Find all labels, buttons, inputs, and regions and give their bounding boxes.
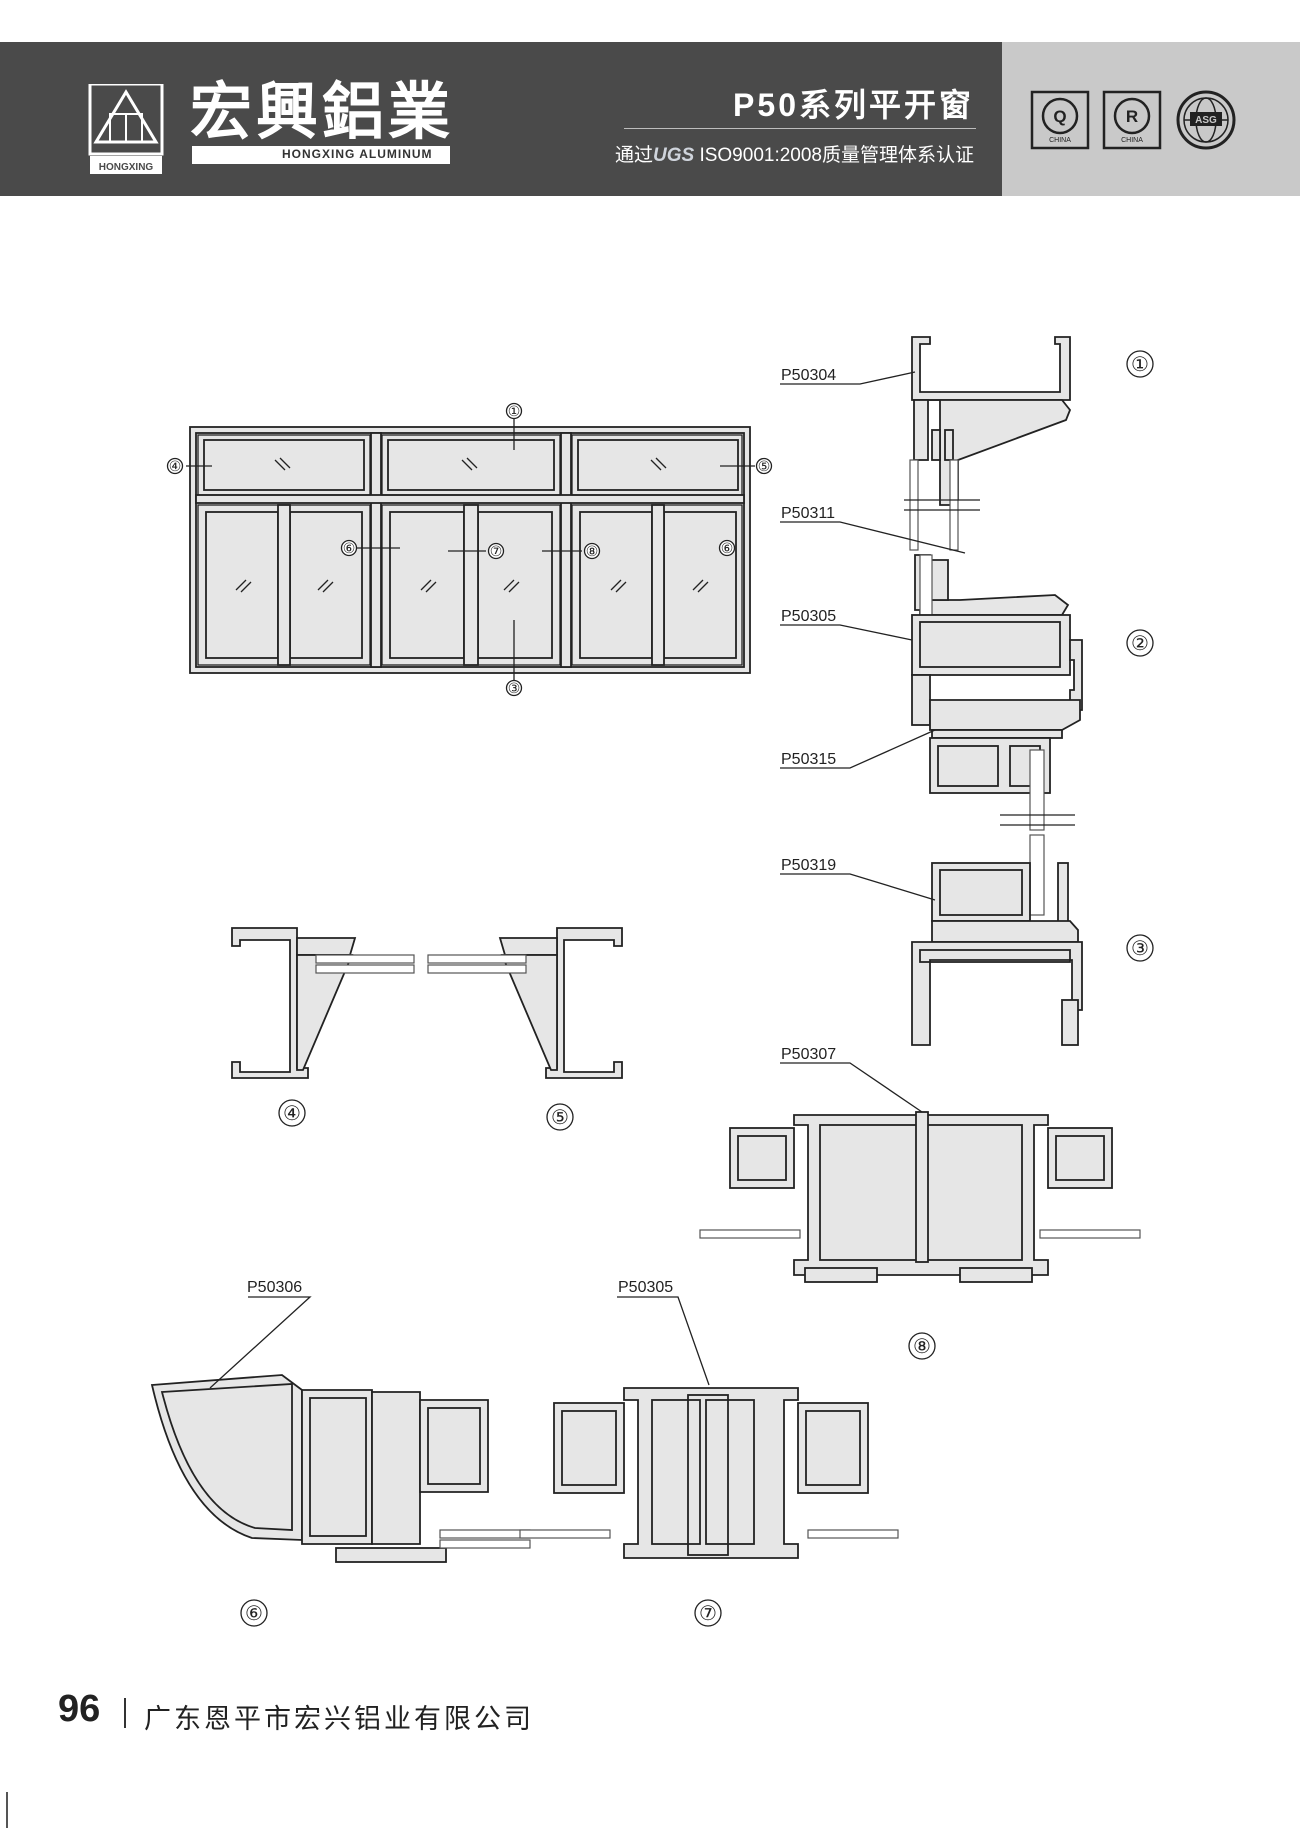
- certification-line: 通过UGS ISO9001:2008质量管理体系认证: [615, 140, 974, 167]
- part-code-s1: P50304: [781, 367, 836, 384]
- cert-badges: Q CHINA R CHINA ASG: [1030, 90, 1236, 150]
- part-code-s8: P50307: [781, 1046, 836, 1063]
- logo-text: HONGXING: [99, 162, 154, 173]
- elevation-marker-4: ④: [166, 457, 184, 475]
- section-1-top-frame: P50304 ①: [780, 336, 1154, 551]
- elevation-marker-6a: ⑥: [340, 539, 358, 557]
- part-code-s2b: P50305: [781, 608, 836, 625]
- part-code-s3: P50319: [781, 857, 836, 874]
- section-6-sash: P50306 ⑥: [150, 1279, 531, 1627]
- window-elevation: ① ④ ⑤ ⑥ ⑦ ⑧ ⑥ ③: [166, 402, 773, 697]
- section-5-right-jamb: ⑤: [427, 927, 623, 1131]
- section-marker-7-text: ⑦: [699, 1601, 717, 1625]
- r-china-badge-icon: R CHINA: [1102, 90, 1162, 150]
- elevation-marker-7-text: ⑦: [490, 544, 503, 560]
- section-marker-2: ②: [1126, 629, 1154, 657]
- part-code-s2a: P50311: [781, 505, 835, 522]
- badge-r-letter: R: [1126, 107, 1138, 126]
- brand-en-bar: [192, 146, 450, 164]
- header-rule: [624, 128, 976, 129]
- part-code-s2c: P50315: [781, 751, 836, 768]
- section-2-transom: P50311 P50305 P50315 ②: [780, 505, 1154, 831]
- section-8-coupling-mullion: P50307 ⑧: [699, 1046, 1141, 1360]
- ugs-mark: UGS: [652, 145, 695, 166]
- page-number: 96: [58, 1688, 101, 1730]
- badge-r-sub: CHINA: [1121, 137, 1143, 144]
- badge-asg-letter: ASG: [1195, 115, 1217, 126]
- section-7-mullion: P50305 ⑦: [519, 1279, 899, 1627]
- section-4-left-jamb: ④: [231, 927, 415, 1127]
- page-header: HONGXING 宏興鋁業 HONGXING ALUMINUM P50系列平开窗…: [0, 42, 1300, 196]
- part-code-s7: P50305: [618, 1279, 673, 1296]
- header-dark-band: [0, 42, 1002, 196]
- footer-divider: [124, 1698, 126, 1728]
- elevation-marker-1-text: ①: [508, 404, 521, 420]
- series-title: P50系列平开窗: [733, 87, 974, 123]
- elevation-marker-5-text: ⑤: [758, 459, 771, 475]
- section-marker-5: ⑤: [546, 1103, 574, 1131]
- elevation-marker-1: ①: [505, 402, 523, 420]
- elevation-marker-8-text: ⑧: [586, 544, 599, 560]
- elevation-marker-3-text: ③: [508, 681, 521, 697]
- section-marker-1-text: ①: [1131, 352, 1149, 376]
- badge-q-sub: CHINA: [1049, 137, 1071, 144]
- elevation-marker-6a-text: ⑥: [343, 541, 356, 557]
- elevation-marker-6b-text: ⑥: [721, 541, 734, 557]
- section-marker-8: ⑧: [908, 1332, 936, 1360]
- section-marker-4-text: ④: [283, 1101, 301, 1125]
- glass-hatch-marks: [235, 457, 709, 593]
- section-marker-3: ③: [1126, 934, 1154, 962]
- badge-q-letter: Q: [1053, 107, 1066, 126]
- section-marker-6-text: ⑥: [245, 1601, 263, 1625]
- cert-prefix: 通过: [614, 145, 653, 166]
- brand-name-en: HONGXING ALUMINUM: [282, 147, 433, 161]
- elevation-marker-3: ③: [505, 679, 523, 697]
- brand-name-cn: 宏興鋁業: [190, 78, 455, 147]
- header-light-band: [1002, 42, 1300, 196]
- section-marker-4: ④: [278, 1099, 306, 1127]
- section-marker-3-text: ③: [1131, 936, 1149, 960]
- cert-suffix: ISO9001:2008质量管理体系认证: [699, 145, 974, 166]
- section-marker-2-text: ②: [1131, 631, 1149, 655]
- section-marker-5-text: ⑤: [551, 1105, 569, 1129]
- crop-mark: [6, 1792, 8, 1828]
- elevation-marker-5: ⑤: [755, 457, 773, 475]
- company-name: 广东恩平市宏兴铝业有限公司: [144, 1704, 534, 1734]
- section-marker-6: ⑥: [240, 1599, 268, 1627]
- elevation-marker-7: ⑦: [487, 542, 505, 560]
- section-marker-7: ⑦: [694, 1599, 722, 1627]
- elevation-marker-6b: ⑥: [718, 539, 736, 557]
- section-marker-8-text: ⑧: [913, 1334, 931, 1358]
- asg-globe-badge-icon: ASG: [1176, 90, 1236, 150]
- elevation-marker-8: ⑧: [583, 542, 601, 560]
- q-china-badge-icon: Q CHINA: [1030, 90, 1090, 150]
- elevation-marker-4-text: ④: [169, 459, 182, 475]
- section-marker-1: ①: [1126, 350, 1154, 378]
- part-code-s6: P50306: [247, 1279, 302, 1296]
- hongxing-logo-icon: HONGXING: [88, 84, 164, 174]
- section-3-bottom-frame: P50319 ③: [780, 834, 1154, 1046]
